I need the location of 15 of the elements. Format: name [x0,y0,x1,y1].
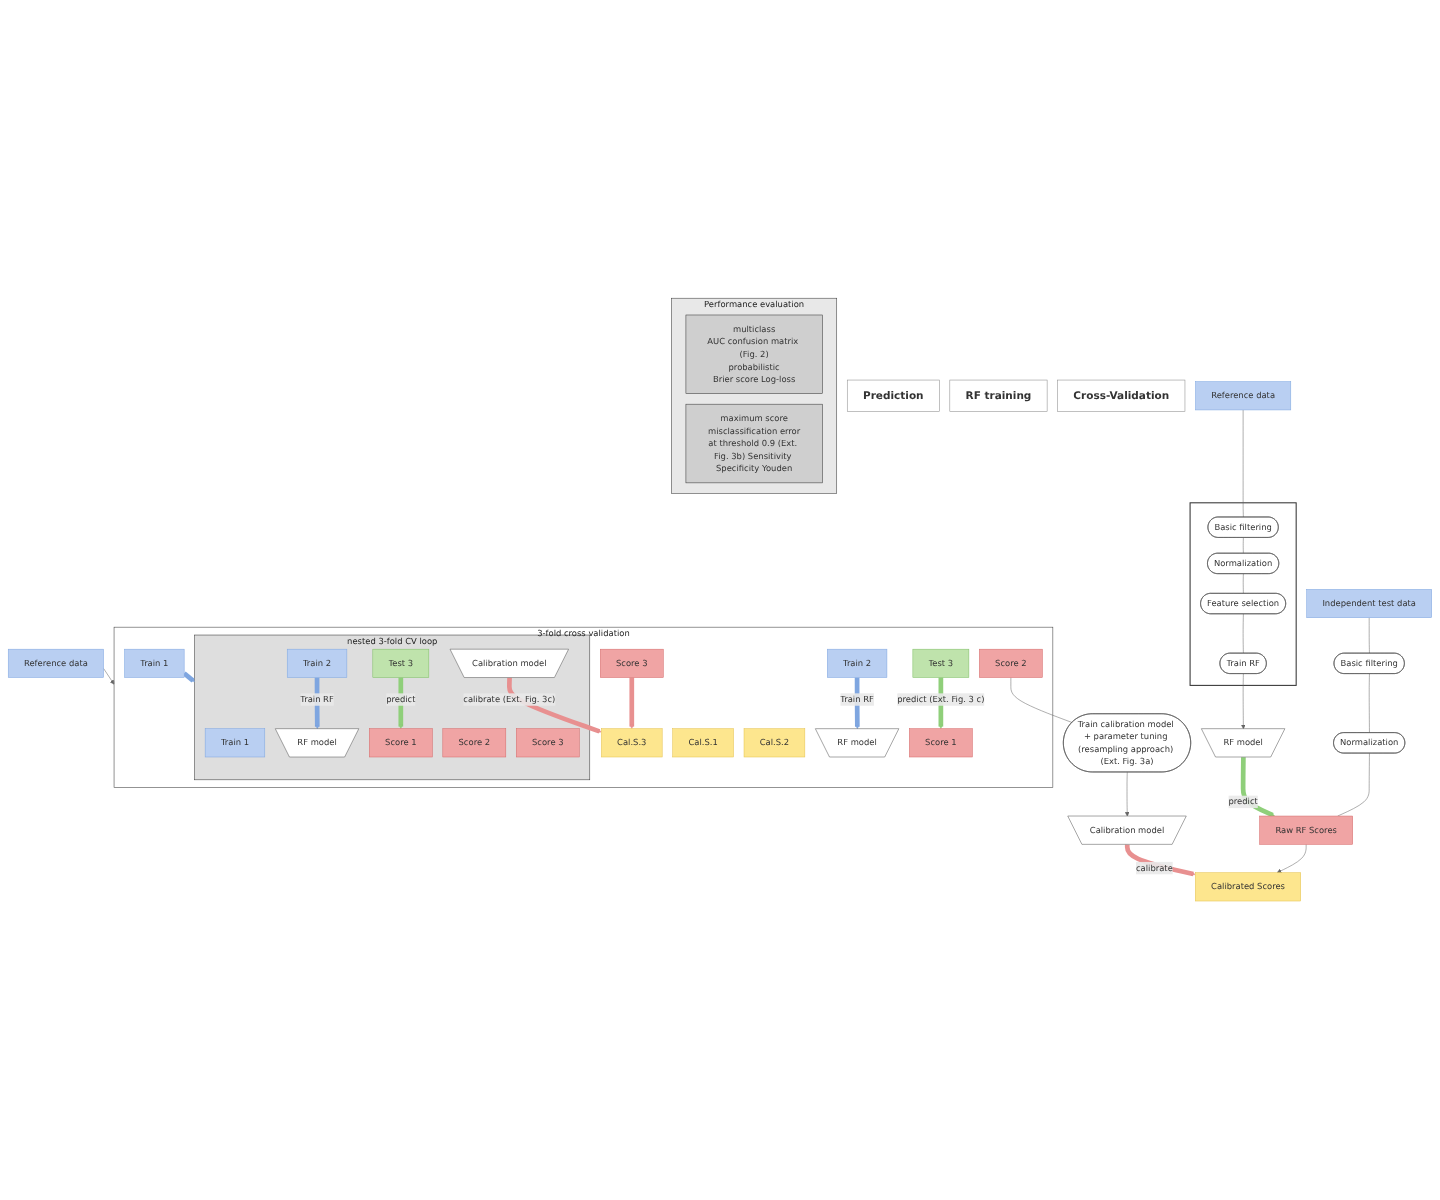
arrow [1124,844,1196,877]
connector [1337,753,1370,817]
cluster [1189,502,1297,687]
arrow [629,676,635,730]
arrow [314,676,320,730]
arrow [854,676,860,730]
arrow [507,677,602,734]
connector [1242,410,1244,518]
connector [1368,673,1370,734]
connector [1242,614,1244,654]
connector [1243,537,1244,555]
arrow [1240,757,1275,818]
connector [1243,574,1244,595]
connector [1010,677,1073,724]
connector [1368,617,1370,654]
